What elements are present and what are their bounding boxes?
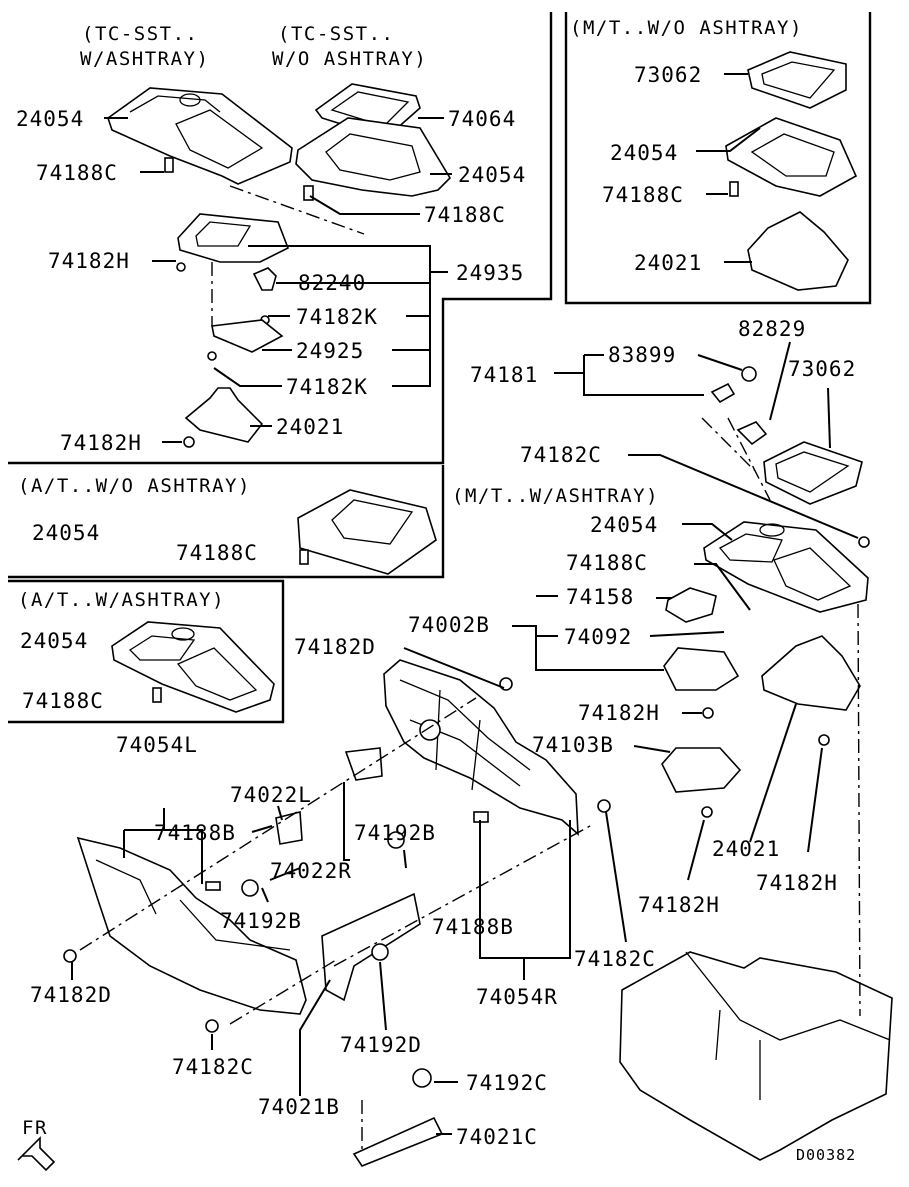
label-74064: 74064 [448, 107, 516, 131]
label-24054-at-no-ashtray: 24054 [32, 521, 100, 545]
label-74192b-a: 74192B [354, 821, 436, 845]
label-74192b-b: 74192B [220, 909, 302, 933]
label-74182d-b: 74182D [30, 983, 112, 1007]
front-direction-indicator: FR [17, 1117, 56, 1172]
label-74192c: 74192C [466, 1071, 548, 1095]
assembly-lines [79, 185, 861, 1150]
label-74002b: 74002B [408, 613, 490, 637]
label-74182k-a: 74182K [296, 305, 378, 329]
variant-box-borders [8, 12, 872, 724]
front-label: FR [22, 1117, 48, 1139]
label-74192d: 74192D [340, 1033, 422, 1057]
label-74182h-c: 74182H [578, 701, 660, 725]
caption-tc-sst-ashtray-line1: (TC-SST.. [82, 23, 198, 45]
label-74022l: 74022L [230, 783, 312, 807]
label-74182c-c: 74182C [172, 1055, 254, 1079]
label-74182c-a: 74182C [520, 443, 602, 467]
label-24054-tc-no-ashtray: 24054 [458, 163, 526, 187]
caption-tc-sst-ashtray-line2: W/ASHTRAY) [80, 48, 209, 70]
label-74022r: 74022R [270, 859, 352, 883]
label-74182h-d: 74182H [756, 871, 838, 895]
label-24054-mt-no-ashtray: 24054 [610, 141, 678, 165]
label-74188b-b: 74188B [432, 915, 514, 939]
label-24021-b: 24021 [634, 251, 702, 275]
caption-tc-sst-no-ashtray-line2: W/O ASHTRAY) [272, 48, 427, 70]
label-74188c-tc-no-ashtray: 74188C [424, 203, 506, 227]
label-74182h-e: 74182H [638, 893, 720, 917]
label-74182c-b: 74182C [574, 947, 656, 971]
label-24925: 24925 [296, 339, 364, 363]
diagram-code: D00382 [796, 1146, 856, 1164]
label-74188b-a: 74188B [154, 821, 236, 845]
part-drawings [63, 51, 893, 1167]
label-74158: 74158 [566, 585, 634, 609]
label-74182d-a: 74182D [294, 635, 376, 659]
label-74092: 74092 [564, 625, 632, 649]
caption-mt-ashtray: (M/T..W/ASHTRAY) [452, 485, 659, 507]
label-82240: 82240 [298, 271, 366, 295]
label-83899: 83899 [608, 343, 676, 367]
label-74188c-at-no-ashtray: 74188C [176, 541, 258, 565]
label-74182h-a: 74182H [48, 249, 130, 273]
leader-lines [71, 73, 859, 1135]
label-74182h-b: 74182H [60, 431, 142, 455]
label-73062-a: 73062 [634, 63, 702, 87]
caption-at-no-ashtray: (A/T..W/O ASHTRAY) [18, 475, 251, 497]
label-74188c-at-ashtray: 74188C [22, 689, 104, 713]
label-74103b: 74103B [532, 733, 614, 757]
caption-at-ashtray: (A/T..W/ASHTRAY) [18, 589, 225, 611]
label-73062-b: 73062 [788, 357, 856, 381]
label-74188c-mt-no-ashtray: 74188C [602, 183, 684, 207]
label-74054l: 74054L [116, 733, 198, 757]
label-24054-tc-ashtray: 24054 [16, 107, 84, 131]
label-24021-c: 24021 [712, 837, 780, 861]
label-24021-a: 24021 [276, 415, 344, 439]
caption-mt-no-ashtray: (M/T..W/O ASHTRAY) [570, 17, 803, 39]
label-74182k-b: 74182K [286, 375, 368, 399]
caption-tc-sst-no-ashtray-line1: (TC-SST.. [278, 23, 394, 45]
label-74054r: 74054R [476, 985, 558, 1009]
label-24054-mt-ashtray: 24054 [590, 513, 658, 537]
front-arrow-icon [17, 1136, 56, 1172]
label-74188c-tc-ashtray: 74188C [36, 161, 118, 185]
label-24054-at-ashtray: 24054 [20, 629, 88, 653]
label-74021b: 74021B [258, 1095, 340, 1119]
label-74181: 74181 [470, 363, 538, 387]
label-74188c-mt-ashtray: 74188C [566, 551, 648, 575]
label-24935: 24935 [456, 261, 524, 285]
label-74021c: 74021C [456, 1125, 538, 1149]
label-82829: 82829 [738, 317, 806, 341]
